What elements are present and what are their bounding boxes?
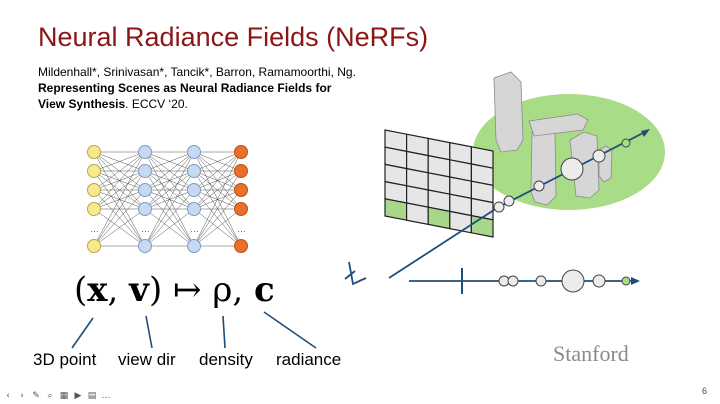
nn-node [234,239,248,253]
ray-sample [493,201,505,213]
formula-c: c [253,270,275,310]
nn-node [138,202,152,216]
ray-sample [503,195,515,207]
neural-network-diagram: … … … … [87,145,248,253]
zoom-icon[interactable]: ⌕ [47,391,53,401]
nn-node [138,164,152,178]
label-radiance: radiance [276,350,342,369]
pointer-line-viewdir [145,315,153,349]
nn-ellipsis: … [90,224,99,234]
nn-node [187,164,201,178]
grid-cell [406,202,429,226]
ray-sample [533,180,545,192]
ray-sample [621,138,631,148]
nn-node [87,183,101,197]
label-view-dir: view dir [118,350,176,369]
label-3d-point: 3D point [33,350,97,369]
nn-node [87,202,101,216]
citation-authors: Mildenhall*, Srinivasan*, Tancik*, Barro… [38,65,356,79]
nn-node [234,183,248,197]
nn-node [234,164,248,178]
subtitles-icon[interactable]: ▤ [87,391,97,401]
formula-rho: ρ [212,270,233,310]
nn-node [87,164,101,178]
nn-node [138,183,152,197]
nn-node [138,239,152,253]
citation-title-line1: Representing Scenes as Neural Radiance F… [38,81,332,95]
nn-node [187,202,201,216]
citation-venue: . ECCV ‘20. [125,97,188,111]
video-icon[interactable]: ▶ [74,391,82,401]
image-plane-grid [384,129,494,238]
formula-mapsto: ↦ [162,270,213,310]
nn-ellipsis: … [141,224,150,234]
presentation-toolbar: ‹ › ✎ ⌕ ▦ ▶ ▤ … [2,390,112,402]
slide-title: Neural Radiance Fields (NeRFs) [38,22,429,52]
nn-ellipsis: … [190,224,199,234]
stanford-logo: Stanford [553,341,629,366]
pointer-line-density [222,315,226,349]
grid-cell [384,198,408,221]
ray-sample [592,149,606,163]
formula-x: x [87,270,108,310]
sample-line-diagram [409,268,640,294]
nn-node [234,202,248,216]
stonehenge-model [493,71,613,206]
citation: Mildenhall*, Srinivasan*, Tancik*, Barro… [38,64,356,112]
grid-cell [427,206,451,230]
grid-cell [470,214,494,238]
formula-v: v [129,270,149,310]
grid-cell [449,210,472,234]
nn-node [87,145,101,159]
nn-node [187,239,201,253]
prev-icon[interactable]: ‹ [6,391,10,401]
more-icon[interactable]: … [101,391,111,401]
nn-ellipsis: … [237,224,246,234]
label-density: density [199,350,253,369]
ray-sample [560,157,584,181]
nn-node [187,183,201,197]
citation-title-line2: View Synthesis [38,97,126,111]
nn-node [234,145,248,159]
nn-node [87,239,101,253]
nerf-formula: (x, v) ↦ ρ, c [74,270,275,310]
nn-node [138,145,152,159]
next-icon[interactable]: › [20,391,24,401]
grid-icon[interactable]: ▦ [59,391,69,401]
ray-samples [493,138,631,213]
label-pointer-lines [71,311,317,349]
pointer-line-point [71,317,94,349]
camera-ray [388,207,498,279]
pointer-line-radiance [263,311,317,349]
nn-node [187,145,201,159]
scene-ray-arrowhead [641,129,650,137]
camera-icon [344,261,367,286]
page-number: 6 [702,386,708,396]
pen-icon[interactable]: ✎ [32,391,40,401]
